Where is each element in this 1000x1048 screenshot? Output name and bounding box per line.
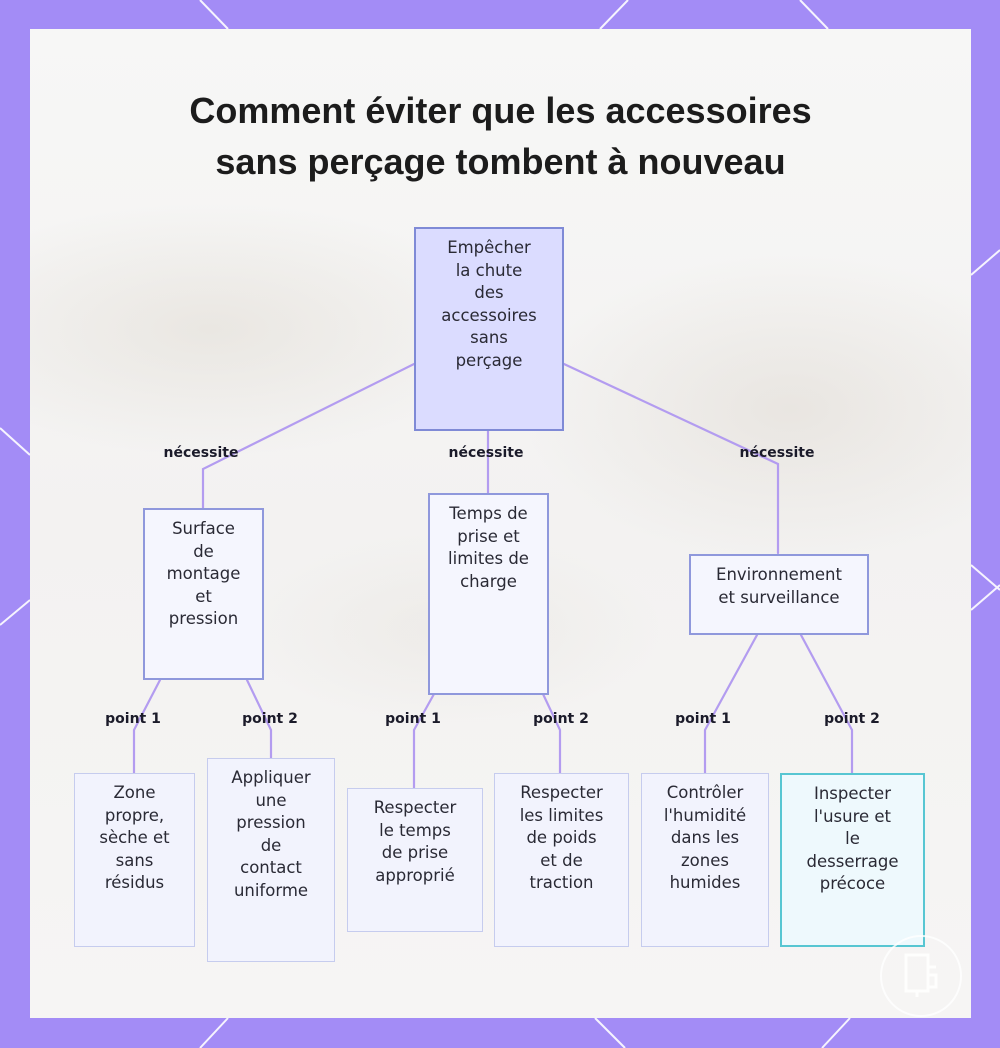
node-respecter-limites-line: traction <box>529 873 594 892</box>
node-respecter-temps-line: Respecter <box>373 798 457 817</box>
node-inspecter-line: l'usure et <box>813 806 892 826</box>
node-respecter-limites-line: de poids <box>526 828 597 847</box>
node-controler: Contrôler l'humidité dans les zones humi… <box>641 773 769 947</box>
node-respecter-temps: Respecter le temps de prise approprié <box>347 788 483 932</box>
node-root-line: perçage <box>455 350 523 370</box>
node-zone-text: Zone propre, sèche et sans résidus <box>99 782 169 895</box>
node-temps-text: Temps de prise et limites de charge <box>448 503 529 593</box>
title-line-1: Comment éviter que les accessoires <box>189 90 812 131</box>
node-surface-line: montage <box>166 564 241 583</box>
node-appliquer-line: contact <box>240 858 302 877</box>
node-temps-line: Temps de <box>449 504 528 523</box>
edge-label-temps-point2: point 2 <box>533 711 589 727</box>
node-root-line: des <box>474 283 504 302</box>
edge-label-requires-environnement: nécessite <box>739 445 815 461</box>
node-controler-line: zones <box>681 850 729 870</box>
node-surface-text: Surface de montage et pression <box>167 518 241 631</box>
node-environnement-line: et surveillance <box>718 587 840 607</box>
node-inspecter-line: desserrage <box>806 851 899 871</box>
node-surface: Surface de montage et pression <box>143 508 264 680</box>
node-root: Empêcher la chute des accessoires sans p… <box>414 227 564 431</box>
edge-label-surface-point2: point 2 <box>242 711 298 727</box>
node-environnement-line: Environnement <box>716 565 842 584</box>
node-controler-text: Contrôler l'humidité dans les zones humi… <box>664 782 746 895</box>
node-root-line: Empêcher <box>447 238 531 257</box>
node-temps-line: limites de <box>448 549 529 568</box>
node-inspecter-line: le <box>845 829 860 848</box>
node-respecter-limites-line: les limites <box>519 805 604 825</box>
node-inspecter-text: Inspecter l'usure et le desserrage préco… <box>807 783 899 896</box>
node-respecter-limites-line: et de <box>540 850 583 870</box>
node-respecter-temps-text: Respecter le temps de prise approprié <box>374 797 457 887</box>
node-zone: Zone propre, sèche et sans résidus <box>74 773 195 947</box>
node-surface-line: et <box>195 586 212 606</box>
node-environnement-text: Environnement et surveillance <box>716 564 842 609</box>
node-inspecter-line: précoce <box>819 874 886 893</box>
node-surface-line: pression <box>168 609 239 628</box>
node-respecter-limites: Respecter les limites de poids et de tra… <box>494 773 629 947</box>
node-inspecter: Inspecter l'usure et le desserrage préco… <box>780 773 925 947</box>
title-line-2: sans perçage tombent à nouveau <box>215 141 786 182</box>
node-root-line: la chute <box>455 260 523 280</box>
node-appliquer: Appliquer une pression de contact unifor… <box>207 758 335 962</box>
node-surface-line: Surface <box>172 519 235 538</box>
node-appliquer-line: Appliquer <box>231 768 311 787</box>
node-controler-line: Contrôler <box>666 783 744 802</box>
node-controler-line: humides <box>669 873 741 892</box>
node-zone-line: sèche et <box>99 828 170 847</box>
node-surface-line: de <box>193 541 214 561</box>
node-root-text: Empêcher la chute des accessoires sans p… <box>441 237 536 372</box>
node-controler-line: dans les <box>670 828 740 847</box>
edge-label-requires-surface: nécessite <box>163 445 239 461</box>
node-zone-line: sans <box>115 850 154 870</box>
node-appliquer-line: uniforme <box>233 880 309 900</box>
node-appliquer-line: une <box>255 790 287 810</box>
node-root-line: accessoires <box>441 305 537 325</box>
node-temps-line: prise et <box>457 526 520 546</box>
door-logo-icon <box>880 935 962 1017</box>
edge-label-surface-point1: point 1 <box>105 711 161 727</box>
edge-label-env-point1: point 1 <box>675 711 731 727</box>
node-respecter-temps-line: approprié <box>375 865 455 885</box>
diagram-title: Comment éviter que les accessoires sans … <box>30 85 971 187</box>
node-respecter-temps-line: le temps <box>379 820 451 840</box>
node-respecter-limites-text: Respecter les limites de poids et de tra… <box>520 782 604 895</box>
node-appliquer-text: Appliquer une pression de contact unifor… <box>231 767 310 902</box>
node-temps: Temps de prise et limites de charge <box>428 493 549 695</box>
node-zone-line: résidus <box>104 873 165 892</box>
node-temps-line: charge <box>460 571 517 591</box>
edge-label-requires-temps: nécessite <box>448 445 524 461</box>
node-appliquer-line: de <box>260 835 282 855</box>
diagram-card: Comment éviter que les accessoires sans … <box>30 29 971 1018</box>
node-zone-line: Zone <box>113 783 156 802</box>
node-inspecter-line: Inspecter <box>813 784 891 803</box>
node-appliquer-line: pression <box>236 813 306 832</box>
edge-label-temps-point1: point 1 <box>385 711 441 727</box>
node-respecter-limites-line: Respecter <box>520 783 603 802</box>
node-zone-line: propre, <box>104 805 165 825</box>
node-respecter-temps-line: de prise <box>381 843 449 862</box>
node-environnement: Environnement et surveillance <box>689 554 869 635</box>
node-root-line: sans <box>470 328 508 347</box>
edge-lines <box>132 362 854 790</box>
edge-label-env-point2: point 2 <box>824 711 880 727</box>
node-controler-line: l'humidité <box>663 805 747 825</box>
